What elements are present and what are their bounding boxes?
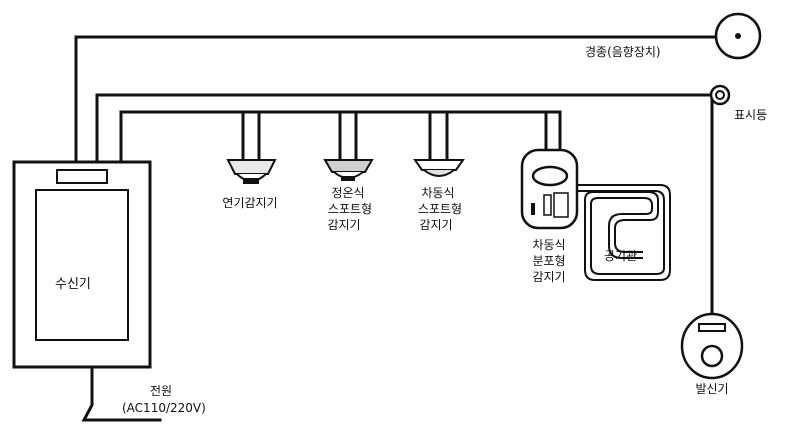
fixed-temp-label-3: 감지기 bbox=[327, 218, 361, 232]
air-tube-label: 공기관 bbox=[604, 249, 638, 263]
power-lead bbox=[81, 366, 162, 422]
rate-of-rise-detector-drop bbox=[428, 110, 449, 162]
distributed-detector-drop bbox=[544, 110, 562, 152]
fixed-temp-detector-drop bbox=[338, 110, 358, 162]
smoke-detector-icon bbox=[226, 159, 277, 184]
lamp-circuit-wire bbox=[95, 93, 714, 164]
bell-circuit-wire bbox=[74, 35, 718, 164]
distributed-label-2: 분포형 bbox=[532, 254, 566, 268]
smoke-detector-label: 연기감지기 bbox=[222, 196, 278, 210]
bell-label: 경종(음향장치) bbox=[585, 45, 661, 59]
smoke-detector-drop bbox=[241, 110, 261, 162]
distributed-label-3: 감지기 bbox=[532, 270, 566, 284]
distributed-detector-icon bbox=[520, 148, 579, 230]
power-spec-label: (AC110/220V) bbox=[122, 401, 206, 415]
manual-station-label: 발신기 bbox=[695, 382, 729, 396]
rate-of-rise-label-2: 스포트형 bbox=[417, 202, 463, 216]
rate-of-rise-label-1: 차동식 bbox=[421, 186, 455, 200]
rate-of-rise-detector-icon bbox=[413, 159, 465, 177]
receiver-cabinet bbox=[12, 160, 152, 369]
bell-icon bbox=[714, 12, 762, 60]
power-label: 전원 bbox=[150, 384, 173, 398]
indicator-lamp-icon bbox=[709, 84, 731, 106]
distributed-label-1: 차동식 bbox=[532, 238, 566, 252]
detector-circuit-wire bbox=[119, 110, 562, 164]
receiver-label: 수신기 bbox=[55, 277, 91, 292]
air-tube-loop bbox=[577, 184, 671, 281]
manual-station-icon bbox=[680, 312, 744, 380]
fixed-temp-label-2: 스포트형 bbox=[327, 202, 373, 216]
indicator-lamp-label: 표시등 bbox=[734, 108, 768, 122]
fixed-temp-label-1: 정온식 bbox=[331, 186, 365, 200]
rate-of-rise-label-3: 감지기 bbox=[419, 218, 453, 232]
fixed-temp-detector-icon bbox=[323, 159, 374, 181]
